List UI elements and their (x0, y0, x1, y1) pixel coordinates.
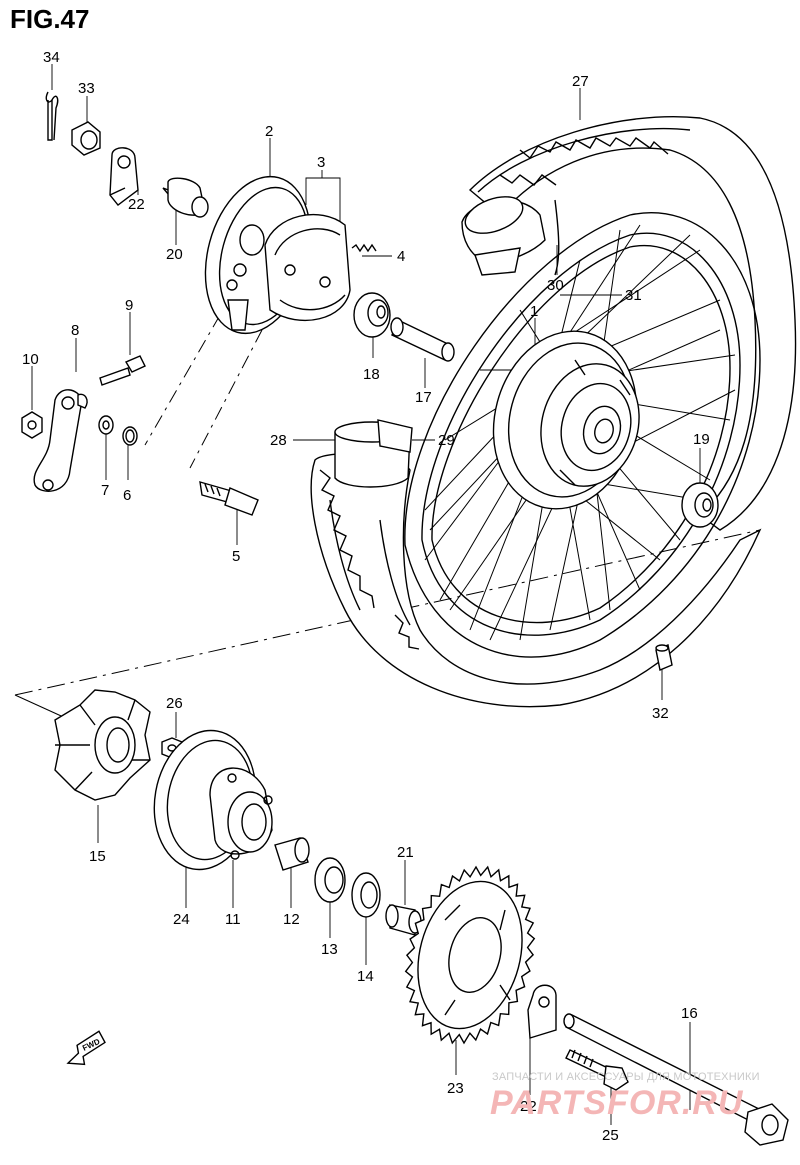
bearing-19 (681, 482, 719, 528)
brake-shoes (264, 213, 351, 322)
oil-seal-14 (351, 872, 381, 918)
ring-6 (122, 426, 138, 446)
nut-10 (21, 411, 43, 439)
callout-26: 26 (166, 695, 183, 712)
callout-29: 29 (438, 432, 455, 449)
cush-drive-damper-15 (54, 689, 151, 801)
cotter-pin-34 (45, 91, 59, 141)
callout-19: 19 (693, 431, 710, 448)
callout-12: 12 (283, 911, 300, 928)
spacer-21 (385, 904, 422, 936)
callout-32: 32 (652, 705, 669, 722)
callout-labels: 34 33 22 20 2 3 4 27 30 31 1 9 8 10 18 1… (22, 49, 710, 1144)
watermark-caption: ЗАПЧАСТИ И АКСЕССУАРЫ ДЛЯ МОТОТЕХНИКИ (492, 1071, 760, 1083)
callout-18: 18 (363, 366, 380, 383)
inner-tube (461, 196, 546, 276)
callout-22-top: 22 (128, 196, 145, 213)
valve-cap-32 (655, 644, 673, 671)
callout-15: 15 (89, 848, 106, 865)
callout-9: 9 (125, 297, 133, 314)
rear-tire-bottom (310, 452, 762, 708)
bearing-13 (314, 857, 346, 903)
cam-shaft-5 (199, 481, 259, 516)
tube-bottom (334, 419, 413, 488)
callout-7: 7 (101, 482, 109, 499)
brake-arm-8 (33, 389, 88, 492)
callout-6: 6 (123, 487, 131, 504)
sprocket-hub-11 (209, 767, 273, 860)
watermark-logo: PARTSFOR.RU (490, 1084, 744, 1122)
callout-5: 5 (232, 548, 240, 565)
callout-23: 23 (447, 1080, 464, 1097)
callout-24: 24 (173, 911, 190, 928)
axle-16 (563, 1013, 789, 1146)
callout-1: 1 (530, 303, 538, 320)
bolt-25 (565, 1049, 629, 1091)
callout-2: 2 (265, 123, 273, 140)
nut-33 (71, 121, 101, 156)
callout-14: 14 (357, 968, 374, 985)
callout-34: 34 (43, 49, 60, 66)
callout-16: 16 (681, 1005, 698, 1022)
callout-17: 17 (415, 389, 432, 406)
collar-20 (162, 177, 209, 218)
rear-wheel (404, 212, 761, 658)
figure-title: FIG.47 (10, 4, 90, 34)
callout-31: 31 (625, 287, 642, 304)
callout-11: 11 (225, 911, 241, 928)
bearing-18 (353, 292, 391, 338)
callout-30: 30 (547, 277, 564, 294)
callout-21: 21 (397, 844, 414, 861)
callout-4: 4 (397, 248, 405, 265)
bolt-9 (99, 355, 146, 386)
bracket-22-bottom (527, 984, 557, 1039)
fwd-arrow: FWD (66, 1030, 106, 1066)
collar-12 (274, 837, 310, 871)
callout-8: 8 (71, 322, 79, 339)
callout-27: 27 (572, 73, 589, 90)
callout-20: 20 (166, 246, 183, 263)
callout-13: 13 (321, 941, 338, 958)
callout-22-bottom: 22 (520, 1098, 537, 1115)
bracket-22-top (109, 147, 139, 206)
spacer-17 (390, 317, 455, 362)
callout-25: 25 (602, 1127, 619, 1144)
callout-10: 10 (22, 351, 39, 368)
rear-sprocket-23 (404, 865, 536, 1045)
rear-tire-top (468, 116, 797, 531)
callout-33: 33 (78, 80, 95, 97)
callout-3: 3 (317, 154, 325, 171)
spring-4 (351, 243, 377, 253)
washer-7 (98, 415, 114, 435)
callout-28: 28 (270, 432, 287, 449)
